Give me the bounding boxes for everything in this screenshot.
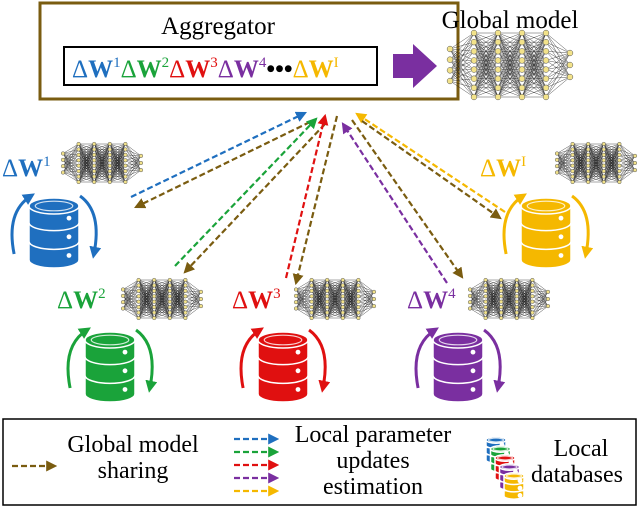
client-3-database-icon (257, 331, 309, 403)
sharing-arrow-I (361, 120, 502, 220)
sharing-arrow-2 (183, 123, 326, 274)
client-1-network-icon (60, 141, 144, 185)
legend-updates-line-3: estimation (323, 474, 423, 500)
update-arrow-1 (130, 111, 307, 198)
legend-db-line-2: databases (531, 462, 623, 488)
sharing-arrow-3 (292, 115, 339, 286)
update-3: ΔW3 (169, 55, 218, 83)
updates-box (63, 46, 378, 86)
legend-updates-line-2: updates (336, 448, 409, 474)
legend-updates-line-1: Local parameter (295, 422, 452, 448)
update-4: ΔW4 (218, 55, 267, 83)
client-I-loop-arrows (502, 193, 594, 259)
update-ellipsis: ••• (266, 56, 292, 83)
legend-sharing-line-2: sharing (98, 458, 169, 484)
client-4-loop-arrows (414, 327, 506, 393)
client-4-network-icon (467, 277, 551, 321)
update-arrow-3 (284, 113, 329, 279)
update-1: ΔW1 (72, 55, 121, 83)
client-4-database-icon (432, 331, 484, 403)
aggregator-title: Aggregator (161, 13, 276, 40)
client-2-loop-arrows (66, 327, 158, 393)
client-1-label: ΔW1 (2, 154, 51, 182)
aggregated-updates: ΔW1ΔW2ΔW3ΔW4•••ΔWI (72, 55, 339, 83)
sharing-arrow-1 (134, 121, 311, 209)
legend-database-icon (485, 436, 525, 500)
sharing-arrow-4 (351, 119, 464, 279)
global-model-label: Global model (442, 7, 579, 34)
legend-frame (2, 418, 637, 506)
client-1-database-icon (28, 197, 80, 269)
client-4-label: ΔW4 (407, 286, 456, 314)
client-2-label: ΔW2 (57, 286, 106, 314)
aggregation-arrow-icon (393, 44, 437, 88)
legend-sharing-line-1: Global model (67, 432, 199, 458)
update-arrow-I (355, 112, 506, 213)
update-2: ΔW2 (121, 55, 170, 83)
client-I-network-icon (554, 141, 638, 185)
client-1-loop-arrows (10, 193, 102, 259)
update-I: ΔWI (293, 55, 339, 83)
client-3-network-icon (293, 277, 377, 321)
legend-update-arrows (234, 433, 280, 497)
legend-db-line-1: Local (554, 436, 609, 462)
client-3-loop-arrows (239, 327, 331, 393)
client-3-label: ΔW3 (232, 286, 281, 314)
client-I-label: ΔWI (480, 154, 526, 182)
client-I-database-icon (520, 197, 572, 269)
legend-db-I (503, 472, 525, 500)
update-arrow-2 (174, 117, 318, 267)
client-2-network-icon (120, 277, 204, 321)
global-model-network-icon (446, 29, 574, 101)
update-arrow-4 (341, 122, 448, 284)
client-2-database-icon (84, 331, 136, 403)
communication-arrows (130, 111, 506, 286)
